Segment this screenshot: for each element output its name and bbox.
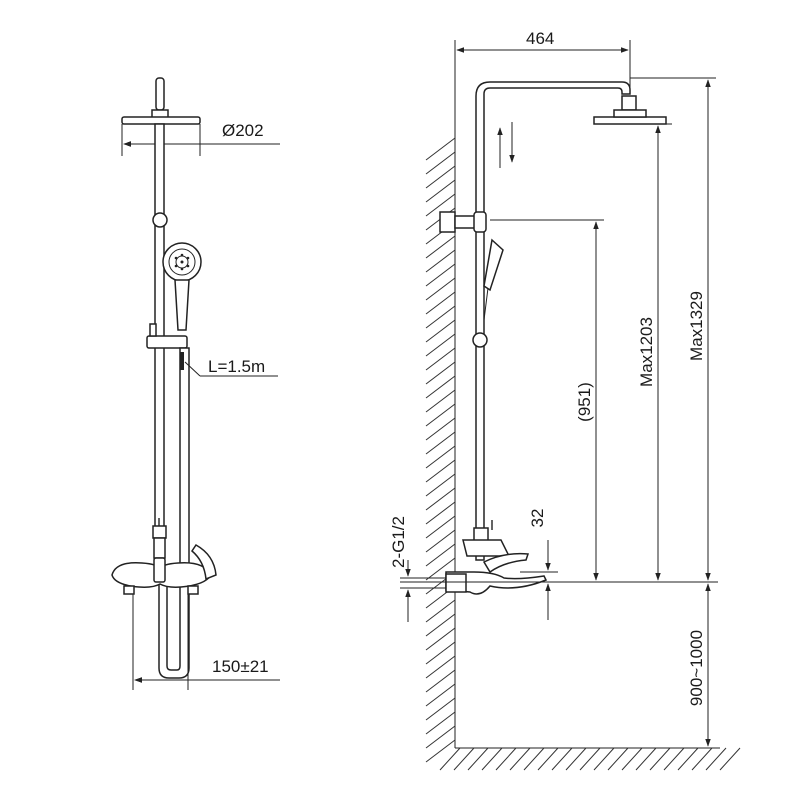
- slide-holder: [146, 335, 188, 349]
- side-head-connector: [621, 95, 637, 111]
- side-rain-head: [593, 116, 667, 125]
- side-mixer-top: [462, 539, 511, 557]
- inlet-thread-label: 2-G1/2: [389, 516, 408, 568]
- side-lever: [482, 552, 530, 574]
- right-inlet-nut: [187, 585, 199, 595]
- arm-reach-label: 464: [526, 29, 554, 48]
- head-diameter-label: Ø202: [222, 121, 264, 140]
- hand-shower-handle: [174, 279, 190, 331]
- shower-arm-stem: [155, 77, 165, 111]
- hand-shower-nozzles-icon: [174, 253, 190, 271]
- hose-length-label: L=1.5m: [208, 357, 265, 376]
- total-height-label: Max1329: [687, 291, 706, 361]
- head-height-label: Max1203: [637, 317, 656, 387]
- side-hand-shower: [483, 238, 504, 292]
- slide-holder-knob: [149, 323, 157, 337]
- wall-bracket: [439, 211, 456, 233]
- diverter: [152, 525, 167, 539]
- wall-hatch: [425, 128, 741, 771]
- holder-height-label: (951): [575, 382, 594, 422]
- mixer-lever: [191, 544, 217, 581]
- side-mixer-body: [445, 571, 548, 595]
- front-view: Ø202 L=1.5m: [111, 77, 280, 690]
- outlet-offset-label: 32: [528, 509, 547, 528]
- side-inlet-nut: [445, 573, 467, 593]
- side-shower-arm: [475, 81, 631, 561]
- install-height-label: 900~1000: [687, 630, 706, 706]
- bracket-clamp: [473, 211, 487, 233]
- side-slide-holder: [472, 332, 488, 348]
- mixer-center-spout: [153, 557, 166, 583]
- left-inlet-nut: [123, 585, 135, 595]
- riser-joint: [152, 212, 168, 228]
- rain-shower-head: [121, 116, 201, 125]
- inlet-spacing-label: 150±21: [212, 657, 269, 676]
- diverter-body: [153, 537, 166, 559]
- side-view: 464 2-G1/2: [389, 29, 741, 771]
